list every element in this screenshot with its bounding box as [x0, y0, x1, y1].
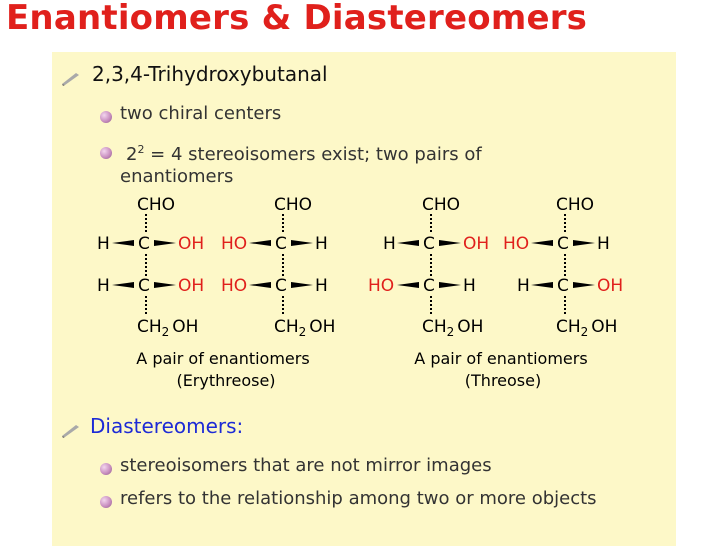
group-ho: HO — [503, 234, 529, 254]
pencil-bullet-icon — [62, 425, 79, 438]
group-oh: OH — [597, 276, 623, 296]
power-exponent: 2 — [137, 143, 145, 156]
group-oh: OH — [463, 234, 489, 254]
group-oh: OH — [178, 234, 204, 254]
caption-pair-2: A pair of enantiomers — [414, 349, 587, 368]
bullet-dot-icon — [100, 496, 112, 508]
atom-h: H — [315, 234, 328, 254]
group-oh: OH — [178, 276, 204, 296]
carbon-atom: C — [138, 276, 150, 296]
carbon-atom: C — [275, 276, 287, 296]
bullet-chiral-centers: two chiral centers — [120, 103, 282, 124]
bullet-compound: 2,3,4-Trihydroxybutanal — [92, 62, 328, 86]
bullet-dot-icon — [100, 147, 112, 159]
caption-threose: (Threose) — [465, 371, 541, 390]
group-cho: CHO — [274, 195, 312, 215]
content-panel — [52, 52, 676, 546]
bullet-dot-icon — [100, 463, 112, 475]
carbon-atom: C — [557, 276, 569, 296]
power-base: 2 — [126, 144, 138, 165]
caption-erythreose: (Erythreose) — [176, 371, 275, 390]
carbon-atom: C — [557, 234, 569, 254]
pencil-bullet-icon — [62, 73, 79, 86]
carbon-atom: C — [275, 234, 287, 254]
atom-h: H — [97, 234, 110, 254]
group-cho: CHO — [422, 195, 460, 215]
atom-h: H — [315, 276, 328, 296]
atom-h: H — [463, 276, 476, 296]
carbon-atom: C — [423, 276, 435, 296]
bullet-dot-icon — [100, 111, 112, 123]
atom-h: H — [597, 234, 610, 254]
bullet-relationship: refers to the relationship among two or … — [120, 488, 597, 509]
group-cho: CHO — [556, 195, 594, 215]
group-ho: HO — [368, 276, 394, 296]
caption-pair-1: A pair of enantiomers — [136, 349, 309, 368]
stereoisomers-text: = 4 stereoisomers exist; two pairs of en… — [120, 144, 482, 187]
bullet-stereoisomers-count: 22 = 4 stereoisomers exist; two pairs of… — [120, 139, 560, 188]
atom-h: H — [97, 276, 110, 296]
slide-title: Enantiomers & Diastereomers — [6, 0, 588, 38]
carbon-atom: C — [423, 234, 435, 254]
atom-h: H — [383, 234, 396, 254]
group-ho: HO — [221, 234, 247, 254]
group-cho: CHO — [137, 195, 175, 215]
bullet-diastereomers: Diastereomers: — [90, 414, 244, 438]
bullet-not-mirror-images: stereoisomers that are not mirror images — [120, 455, 492, 476]
atom-h: H — [517, 276, 530, 296]
group-ho: HO — [221, 276, 247, 296]
carbon-atom: C — [138, 234, 150, 254]
